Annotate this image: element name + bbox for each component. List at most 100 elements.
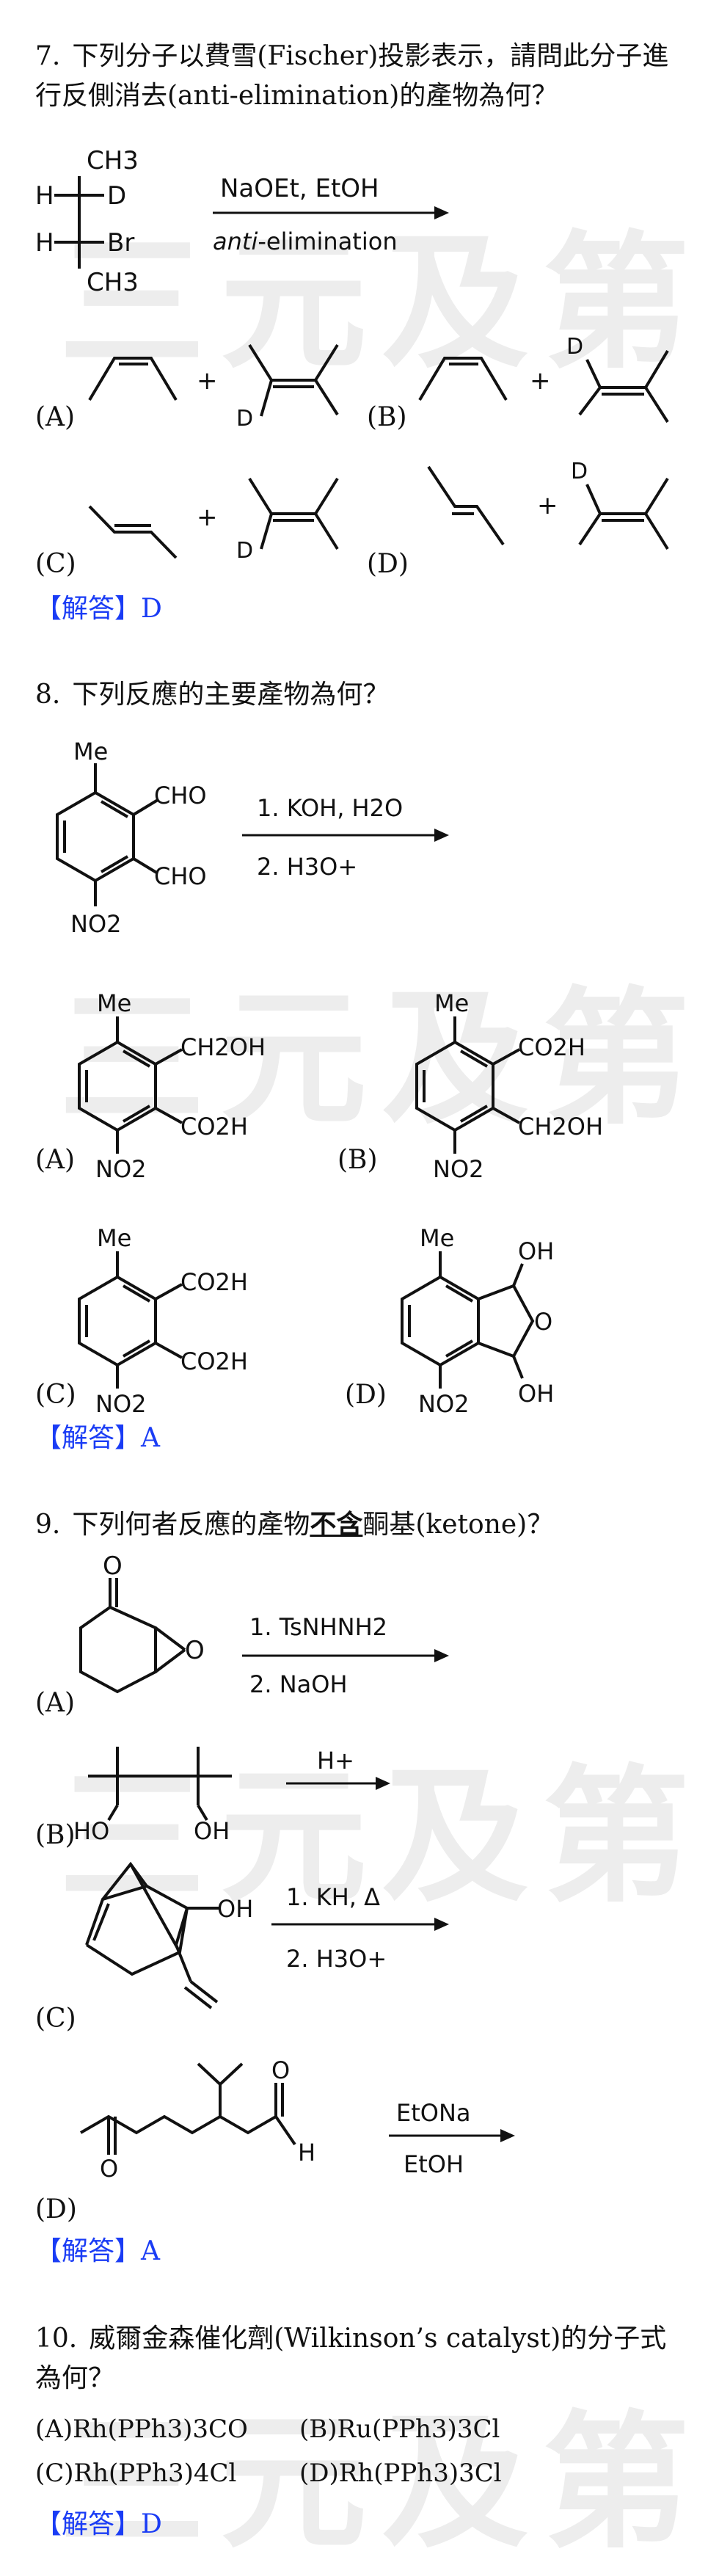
q9-text-before: 下列何者反應的產物 [72, 1510, 310, 1540]
q7-number: 7. [35, 41, 61, 71]
q9-c-arrowhead [434, 1918, 449, 1931]
q7-condition: anti-elimination [213, 228, 398, 255]
q9-d-reagent1: EtONa [396, 2099, 471, 2127]
q9-c-structure [85, 1861, 219, 2009]
watermark: 三元及第 [59, 218, 705, 389]
q7-option-a-structures [88, 343, 339, 417]
q10-choices-row1: (A)Rh(PPh3)3CO (B)Ru(PPh3)3Cl [35, 2415, 500, 2444]
q7-a-plus: + [197, 366, 218, 396]
q8-c-co2h-bottom: CO2H [180, 1347, 248, 1375]
q8-c-co2h-top: CO2H [180, 1268, 248, 1296]
q7-question: 下列分子以費雪(Fischer)投影表示，請問此分子進行反側消去(anti-el… [35, 41, 669, 111]
q7-sub-top: CH3 [87, 146, 139, 175]
q7-c-deuterium: D [236, 538, 253, 564]
q8-option-c-bonds [116, 1251, 183, 1389]
q8-reactant-no2: NO2 [70, 910, 121, 938]
q9-d-aldehyde-h: H [298, 2139, 315, 2166]
q9-a-epoxide-o: O [185, 1636, 205, 1665]
q7-condition-suffix: -elimination [258, 228, 397, 255]
q7-sub-right-lower: Br [107, 228, 134, 258]
q10-choice-b: (B)Ru(PPh3)3Cl [299, 2415, 500, 2444]
q8-reactant-cho-bottom: CHO [154, 862, 207, 890]
q10-choices-row2: (C)Rh(PPh3)4Cl (D)Rh(PPh3)3Cl [35, 2459, 502, 2488]
q8-option-d-label: (D) [345, 1380, 387, 1410]
q8-arrowhead [434, 829, 449, 842]
q8-reactant-me: Me [73, 738, 108, 765]
q9-option-d-label: (D) [35, 2194, 77, 2224]
q9-b-ho: HO [73, 1817, 109, 1845]
q9-c-step2: 2. H3O+ [286, 1945, 387, 1973]
q7-b-plus: + [530, 366, 551, 396]
q8-b-no2: NO2 [433, 1155, 483, 1183]
q7-option-c-structures [88, 477, 339, 559]
q9-a-structure [79, 1578, 186, 1694]
q8-reactant-ring [56, 763, 159, 906]
q9-text-after: 酮基(ketone)？ [362, 1510, 554, 1540]
q8-text: 8.下列反應的主要產物為何？ [35, 675, 389, 715]
q8-answer: 【解答】A [35, 1423, 160, 1453]
q8-a-me: Me [97, 989, 131, 1017]
q9-text-emphasis: 不含 [310, 1509, 363, 1540]
q10-choice-c: (C)Rh(PPh3)4Cl [35, 2459, 237, 2488]
watermark: 三元及第 [59, 2398, 705, 2569]
q8-b-me: Me [434, 989, 469, 1017]
q7-text: 7.下列分子以費雪(Fischer)投影表示，請問此分子進行反側消去(anti-… [35, 37, 681, 116]
q8-step1: 1. KOH, H2O [257, 794, 403, 822]
q7-option-b-structures [418, 349, 669, 423]
q8-d-oh-bottom: OH [518, 1380, 554, 1408]
q8-b-co2h: CO2H [518, 1033, 585, 1061]
q7-sub-left-lower: H [35, 228, 54, 258]
q7-sub-bottom: CH3 [87, 268, 139, 297]
q8-option-a-bonds [116, 1016, 183, 1154]
q9-d-arrowhead [500, 2129, 515, 2142]
q8-option-b-label: (B) [337, 1145, 378, 1175]
q8-reactant-cho-top: CHO [154, 782, 207, 809]
q9-a-arrowhead [434, 1649, 449, 1662]
q9-b-reagent-text: H+ [317, 1747, 354, 1775]
q7-option-b-label: (B) [367, 402, 407, 432]
q8-b-ch2oh: CH2OH [518, 1113, 603, 1140]
q9-c-step1: 1. KH, Δ [286, 1883, 380, 1911]
q8-a-ch2oh: CH2OH [180, 1033, 266, 1061]
q8-d-oh-top: OH [518, 1237, 554, 1265]
q8-a-co2h: CO2H [180, 1113, 248, 1140]
q8-step2: 2. H3O+ [257, 853, 357, 881]
q8-number: 8. [35, 680, 61, 710]
q10-text: 10.威爾金森催化劑(Wilkinson’s catalyst)的分子式為何？ [35, 2319, 681, 2398]
q7-condition-prefix: anti [213, 228, 258, 255]
q9-option-c-label: (C) [35, 2004, 76, 2034]
q7-b-deuterium: D [566, 334, 583, 360]
q7-a-deuterium: D [236, 406, 253, 432]
q7-option-c-label: (C) [35, 549, 76, 579]
q8-c-me: Me [97, 1224, 131, 1252]
q8-d-no2: NO2 [418, 1390, 469, 1418]
q7-reagent: NaOEt, EtOH [220, 174, 379, 203]
q9-number: 9. [35, 1510, 61, 1540]
q10-choice-d: (D)Rh(PPh3)3Cl [299, 2459, 502, 2488]
q7-sub-left-upper: H [35, 181, 54, 211]
q9-b-arrowhead [376, 1777, 390, 1790]
q8-option-a-label: (A) [35, 1145, 76, 1175]
q10-choice-a: (A)Rh(PPh3)3CO [35, 2415, 248, 2444]
q8-d-me: Me [420, 1224, 454, 1252]
q9-d-structure [79, 2062, 296, 2155]
q9-b-structure [88, 1747, 232, 1822]
q9-b-reagent: H+ [317, 1747, 354, 1775]
q10-answer: 【解答】D [35, 2509, 162, 2539]
q10-question: 威爾金森催化劑(Wilkinson’s catalyst)的分子式為何？ [35, 2324, 667, 2393]
q7-answer: 【解答】D [35, 594, 162, 624]
q9-a-ketone-o: O [103, 1551, 123, 1581]
q9-a-step1: 1. TsNHNH2 [249, 1613, 387, 1641]
q9-b-oh: OH [194, 1817, 230, 1845]
q10-number: 10. [35, 2324, 78, 2354]
q9-option-a-label: (A) [35, 1688, 76, 1718]
q7-option-d-label: (D) [367, 549, 409, 579]
q7-arrowhead [434, 206, 449, 219]
q9-a-step2: 2. NaOH [249, 1670, 348, 1698]
q7-option-a-label: (A) [35, 402, 76, 432]
q9-d-ketone-o: O [100, 2155, 118, 2183]
q7-option-d-structures [427, 465, 669, 550]
q9-option-b-label: (B) [35, 1820, 76, 1850]
